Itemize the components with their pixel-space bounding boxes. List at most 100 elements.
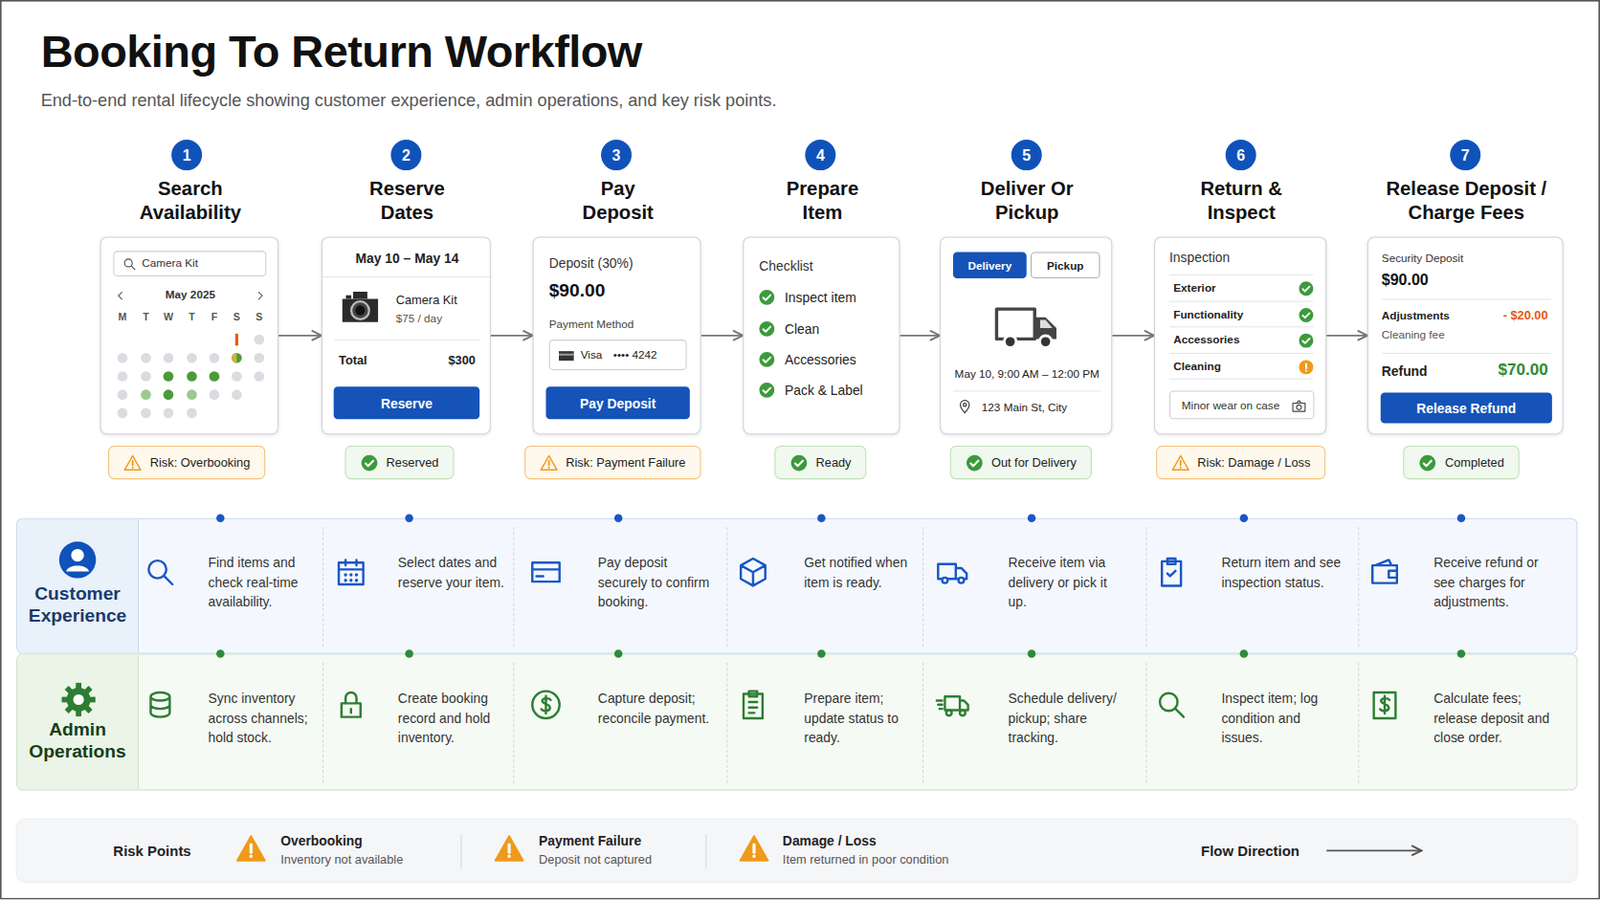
calendar-day: [117, 353, 129, 364]
icon-stroke: [66, 688, 91, 712]
icon-stroke: [790, 454, 807, 471]
icon-stroke: [558, 354, 575, 356]
icon-stroke: [132, 460, 134, 466]
step-number: 1: [171, 139, 202, 171]
lane-dot: [1240, 513, 1249, 523]
icon-camSmall: [1290, 398, 1308, 415]
icon-stroke: [507, 844, 511, 853]
node-text: Risk: Damage / Loss: [1197, 455, 1311, 470]
legend-note: Deposit not captured: [538, 852, 652, 868]
node-text: 5: [1022, 146, 1031, 164]
node-text: Out for Delivery: [991, 455, 1077, 470]
icon-calendar: [334, 555, 368, 589]
icon-card: [529, 555, 562, 589]
node-text: W: [157, 311, 178, 324]
icon-stroke: [946, 711, 966, 717]
lane-dot: [817, 649, 826, 659]
swimlane: Customer ExperienceFind items and check …: [16, 518, 1578, 655]
node-text: May 10, 9:00 AM – 12:00 PM: [940, 367, 1113, 382]
icon-stroke: [1298, 359, 1313, 375]
node-text: 3: [612, 146, 622, 164]
lane-divider: [726, 663, 728, 784]
node-text: $90.00: [1381, 270, 1429, 290]
node-text: Accessories: [784, 352, 857, 369]
lane-dot: [817, 513, 826, 523]
node-text: Return item and see inspection status.: [1221, 553, 1342, 594]
step-card: Search AvailabilityMay 2025MTWTFSSCamera…: [100, 236, 280, 435]
divider-line: [1381, 298, 1552, 300]
step-card: Reserve DatesMay 10 – May 14Camera Kit$7…: [321, 236, 491, 435]
calendar-day: [231, 353, 243, 364]
icon-stroke: [249, 844, 253, 853]
icon-stroke: [494, 836, 523, 862]
node-text: Checklist: [758, 258, 813, 275]
status-badge: Completed: [1402, 445, 1520, 480]
step-card: Pay DepositDeposit (30%)$90.00Payment Me…: [533, 236, 702, 435]
icon-stroke: [1292, 400, 1306, 412]
icon-stroke: [758, 382, 775, 399]
icon-visa: [557, 348, 575, 365]
icon-stroke: [1040, 319, 1053, 329]
icon-stroke: [758, 352, 775, 368]
icon-stroke: [532, 691, 559, 719]
divider-line: [322, 276, 492, 278]
lane-cell: Receive item via delivery or pick it up.: [922, 519, 1147, 656]
node-text: Clean: [784, 321, 820, 338]
action-button: Pay Deposit: [545, 386, 689, 420]
node-text: Risk: Payment Failure: [565, 455, 686, 470]
calendar-day: [231, 389, 243, 400]
calendar-day: [140, 408, 152, 420]
node-text: Inspect item; log condition and issues.: [1221, 688, 1342, 749]
node-text: $70.00: [1497, 359, 1548, 380]
lane-divider: [322, 663, 324, 784]
icon-stroke: [66, 565, 89, 572]
lane-cell: Calculate fees; release deposit and clos…: [1357, 655, 1578, 793]
icon-stroke: [763, 388, 772, 394]
flow-arrow: [490, 334, 534, 337]
icon-stroke: [936, 696, 969, 711]
icon-alert: [1297, 358, 1314, 376]
legend-text: Damage / Loss: [782, 833, 877, 850]
step-number: 6: [1225, 139, 1257, 171]
icon-clipList: [736, 688, 770, 722]
node-text: Risk: Overbooking: [150, 455, 251, 470]
node-text: Minor wear on case: [1181, 399, 1280, 414]
calendar-day: [163, 371, 175, 382]
legend-separator: [460, 834, 462, 869]
node-text: Refund: [1381, 364, 1428, 381]
action-button: Release Refund: [1380, 393, 1553, 424]
node-text: Visa: [580, 349, 603, 364]
lane-divider: [1357, 663, 1359, 784]
node-text: M: [111, 311, 133, 324]
step-heading: Pay Deposit: [571, 176, 666, 225]
icon-dollarDoc: [1368, 688, 1401, 722]
calendar-day: [186, 371, 198, 382]
icon-stroke: [342, 298, 378, 322]
icon-warnFill: [493, 833, 525, 865]
step-heading: Reserve Dates: [351, 176, 464, 225]
lane-cell: Select dates and reserve your item.: [322, 519, 513, 656]
icon-stroke: [743, 691, 763, 719]
divider-line: [1169, 326, 1313, 328]
icon-check: [757, 288, 776, 307]
icon-search: [143, 555, 177, 589]
icon-stroke: [148, 560, 173, 585]
icon-stroke: [1178, 466, 1181, 468]
node-text: 1: [182, 146, 192, 164]
node-text: Select dates and reserve your item.: [398, 553, 508, 594]
lane-divider: [512, 663, 514, 784]
icon-check: [1297, 333, 1314, 350]
icon-stroke: [547, 466, 550, 468]
lane-divider: [1357, 527, 1359, 647]
node-text: Deposit (30%): [549, 256, 634, 273]
node-text: 2: [401, 146, 411, 164]
step-card: Release Deposit / Charge FeesSecurity De…: [1367, 236, 1564, 435]
node-text: $90.00: [549, 279, 606, 303]
lane-dot: [1457, 649, 1467, 659]
icon-stroke: [942, 577, 965, 584]
calendar-day: [117, 389, 129, 400]
node-text: Receive refund or see charges for adjust…: [1433, 553, 1555, 613]
lane-dot: [1027, 513, 1037, 523]
node-text: 7: [1461, 146, 1470, 164]
node-text: Camera Kit: [141, 257, 199, 272]
